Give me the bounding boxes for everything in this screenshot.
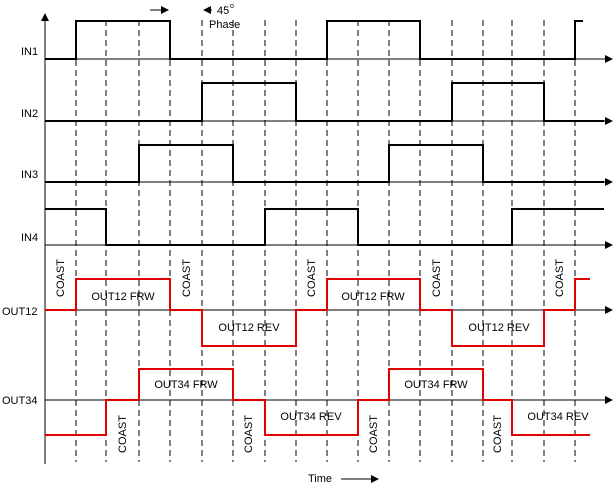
waveform-out34	[45, 368, 590, 436]
phase-degrees: 45	[217, 5, 229, 17]
label-in2: IN2	[21, 108, 38, 120]
waveform-in3	[45, 144, 604, 183]
coast-labels-out34: COAST COAST COAST COAST	[117, 415, 504, 453]
coast-label: COAST	[117, 415, 129, 453]
label-in3: IN3	[21, 169, 38, 181]
label-out34-frw: OUT34 FRW	[404, 379, 468, 391]
label-out34-rev: OUT34 REV	[527, 411, 589, 423]
label-out12-rev: OUT12 REV	[468, 322, 530, 334]
label-out12: OUT12	[2, 306, 37, 318]
phase-degree-sign: o	[230, 3, 234, 10]
time-axis-label: Time	[308, 473, 379, 485]
waveform-out12	[45, 278, 590, 347]
label-in1: IN1	[21, 46, 38, 58]
phase-label: Phase	[209, 19, 240, 31]
label-out12-frw: OUT12 FRW	[91, 291, 155, 303]
label-out34-frw: OUT34 FRW	[154, 379, 218, 391]
label-out34: OUT34	[2, 395, 37, 407]
waveform-in4	[45, 208, 604, 246]
waveform-in1	[45, 20, 583, 60]
coast-label: COAST	[431, 259, 443, 297]
output-waveforms	[45, 278, 590, 436]
coast-label: COAST	[55, 259, 67, 297]
label-out12-rev: OUT12 REV	[218, 322, 280, 334]
label-out34-rev: OUT34 REV	[280, 411, 342, 423]
time-label: Time	[308, 473, 332, 485]
coast-label: COAST	[492, 415, 504, 453]
label-in4: IN4	[21, 232, 38, 244]
baselines	[45, 55, 613, 404]
coast-label: COAST	[368, 415, 380, 453]
coast-labels-out12: COAST COAST COAST COAST COAST	[55, 259, 566, 297]
coast-label: COAST	[554, 259, 566, 297]
coast-label: COAST	[306, 259, 318, 297]
dashed-guides	[75, 20, 576, 462]
signal-labels: IN1 IN2 IN3 IN4 OUT12 OUT34	[2, 46, 38, 407]
input-waveforms	[45, 20, 604, 246]
label-out12-frw: OUT12 FRW	[341, 291, 405, 303]
waveform-in2	[45, 82, 604, 122]
coast-label: COAST	[181, 259, 193, 297]
phase-annotation: 45 o Phase	[150, 3, 240, 31]
coast-label: COAST	[243, 415, 255, 453]
state-labels: OUT12 FRW OUT12 REV OUT12 FRW OUT12 REV …	[91, 291, 589, 423]
